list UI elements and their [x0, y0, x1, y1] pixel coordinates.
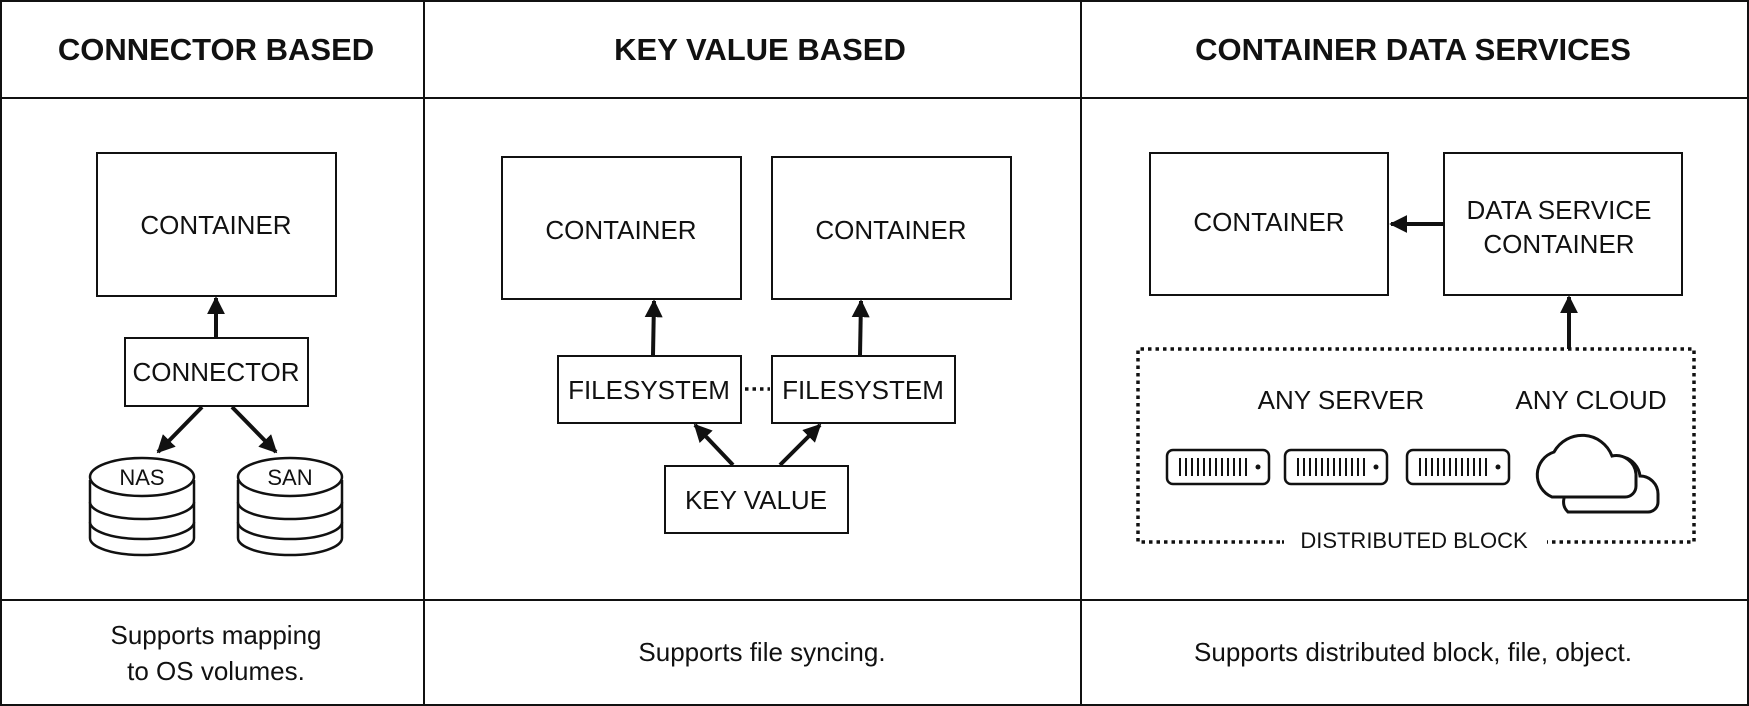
container-label: CONTAINER [1193, 207, 1344, 237]
caption-connector-line2: to OS volumes. [127, 656, 305, 686]
data-service-container-box [1443, 152, 1683, 296]
connector-based-diagram: CONTAINER CONNECTOR NAS SAN [88, 152, 344, 557]
container-label-right: CONTAINER [815, 215, 966, 245]
server-icon [1165, 448, 1271, 486]
caption-container-data-services: Supports distributed block, file, object… [1194, 637, 1632, 667]
heading-container-data-services: CONTAINER DATA SERVICES [1195, 32, 1631, 67]
container-box-right [771, 156, 1012, 300]
filesystem-left-to-container-arrow [644, 299, 663, 356]
filesystem-box-right [771, 355, 956, 424]
heading-connector-based: CONNECTOR BASED [58, 32, 374, 67]
heading-key-value-based: KEY VALUE BASED [614, 32, 906, 67]
any-server-label: ANY SERVER [1258, 385, 1425, 415]
filesystem-box-left [557, 355, 742, 424]
caption-connector-line1: Supports mapping [110, 620, 321, 650]
key-value-based-diagram: CONTAINER CONTAINER FILESYSTEM FILESYSTE… [501, 156, 1012, 534]
data-service-label-line1: DATA SERVICE [1467, 195, 1652, 225]
caption-key-value: Supports file syncing. [638, 637, 885, 667]
connector-to-nas-arrow [156, 405, 204, 454]
container-box [1149, 152, 1389, 296]
cloud-icon [1535, 433, 1660, 514]
filesystem-label-right: FILESYSTEM [782, 375, 944, 405]
san-label: SAN [267, 465, 312, 490]
any-cloud-label: ANY CLOUD [1515, 385, 1666, 415]
container-data-services-diagram: CONTAINER DATA SERVICE CONTAINER ANY SER… [1136, 152, 1696, 553]
connector-to-san-arrow [230, 405, 278, 454]
container-label-left: CONTAINER [545, 215, 696, 245]
nas-database-icon [88, 456, 196, 557]
server-icon [1283, 448, 1389, 486]
connector-label: CONNECTOR [132, 357, 299, 387]
key-value-box [664, 465, 849, 534]
container-label: CONTAINER [140, 210, 291, 240]
container-box [96, 152, 337, 297]
san-database-icon [236, 456, 344, 557]
container-box-left [501, 156, 742, 300]
data-service-label-line2: CONTAINER [1483, 229, 1634, 259]
filesystem-right-to-container-arrow [851, 299, 870, 356]
server-icon [1405, 448, 1511, 486]
filesystem-label-left: FILESYSTEM [568, 375, 730, 405]
key-value-to-filesystem-right-arrow [778, 423, 822, 467]
distributed-block-label: DISTRIBUTED BLOCK [1300, 528, 1528, 553]
key-value-to-filesystem-left-arrow [693, 423, 735, 467]
connector-box [124, 337, 309, 407]
nas-label: NAS [119, 465, 164, 490]
key-value-label: KEY VALUE [685, 485, 827, 515]
